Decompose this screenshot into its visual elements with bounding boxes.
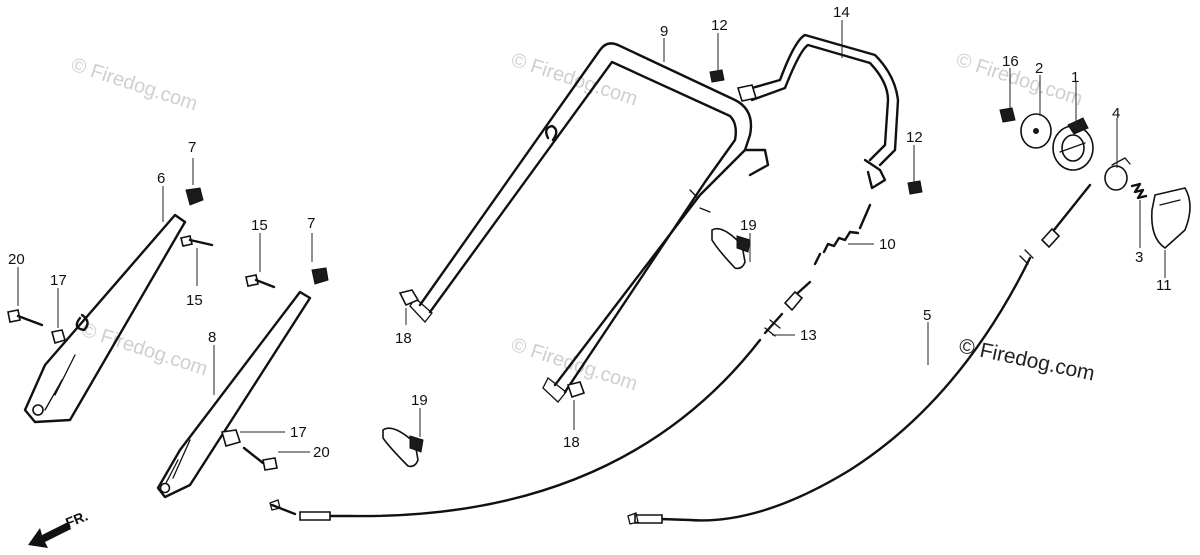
callout-3: 3 — [1135, 249, 1143, 266]
callout-9: 9 — [660, 23, 668, 40]
background-watermarks: © Firedog.com © Firedog.com © Firedog.co… — [68, 49, 1085, 396]
callout-12-right: 12 — [906, 129, 923, 146]
front-direction-indicator: FR. — [28, 507, 90, 548]
callout-15-bottom: 15 — [186, 292, 203, 309]
callout-11: 11 — [1156, 277, 1172, 294]
part-9-upper-handle — [409, 42, 770, 403]
part-8-lower-handle-right — [156, 290, 312, 499]
part-19-cable-clips — [382, 227, 751, 468]
callout-16: 16 — [1002, 53, 1019, 70]
part-20-bolts — [7, 309, 278, 471]
part-16-nut — [999, 107, 1016, 123]
part-10-spring — [813, 203, 872, 266]
part-15-bolts — [180, 235, 276, 289]
callout-6: 6 — [157, 170, 165, 187]
callout-5: 5 — [923, 307, 931, 324]
callout-1: 1 — [1071, 69, 1079, 86]
callout-18-right: 18 — [563, 434, 580, 451]
part-1-control-knob — [1052, 117, 1094, 171]
part-12-nuts — [709, 69, 923, 195]
callout-2: 2 — [1035, 60, 1043, 77]
callout-19-top: 19 — [740, 217, 757, 234]
callout-10: 10 — [879, 236, 896, 253]
watermark-faint: © Firedog.com — [953, 49, 1085, 111]
callout-13: 13 — [800, 327, 817, 344]
front-arrow-icon — [28, 522, 71, 548]
front-label: FR. — [63, 507, 90, 530]
part-3-spring — [1130, 182, 1148, 200]
callout-4: 4 — [1112, 105, 1120, 122]
callout-20-right: 20 — [313, 444, 330, 461]
part-11-cover — [1150, 187, 1191, 250]
callout-18-left: 18 — [395, 330, 412, 347]
callout-17-left: 17 — [50, 272, 67, 289]
part-4-plate — [1104, 157, 1131, 191]
part-2-washer — [1020, 113, 1052, 149]
callout-7-right: 7 — [307, 215, 315, 232]
watermark-faint: © Firedog.com — [68, 54, 200, 116]
callout-12-top: 12 — [711, 17, 728, 34]
callout-8: 8 — [208, 329, 216, 346]
watermark-main: © Firedog.com — [957, 334, 1097, 385]
callout-7-left: 7 — [188, 139, 196, 156]
part-7-handle-knobs — [185, 187, 329, 285]
part-6-lower-handle-left — [23, 213, 187, 424]
callout-19-bottom: 19 — [411, 392, 428, 409]
part-13-throttle-cable — [269, 280, 812, 521]
callout-17-right: 17 — [290, 424, 307, 441]
leader-lines — [17, 20, 1166, 453]
part-14-control-lever — [736, 33, 900, 190]
part-17-clips — [51, 329, 242, 447]
part-5-starter-cable — [627, 183, 1092, 525]
callout-15-top: 15 — [251, 217, 268, 234]
watermark-faint: © Firedog.com — [508, 49, 640, 111]
part-18-nuts — [398, 289, 586, 399]
callout-labels: 1 2 3 4 5 6 7 7 8 9 10 11 12 12 13 14 15… — [8, 4, 1172, 461]
callout-14: 14 — [833, 4, 850, 21]
callout-20-left: 20 — [8, 251, 25, 268]
